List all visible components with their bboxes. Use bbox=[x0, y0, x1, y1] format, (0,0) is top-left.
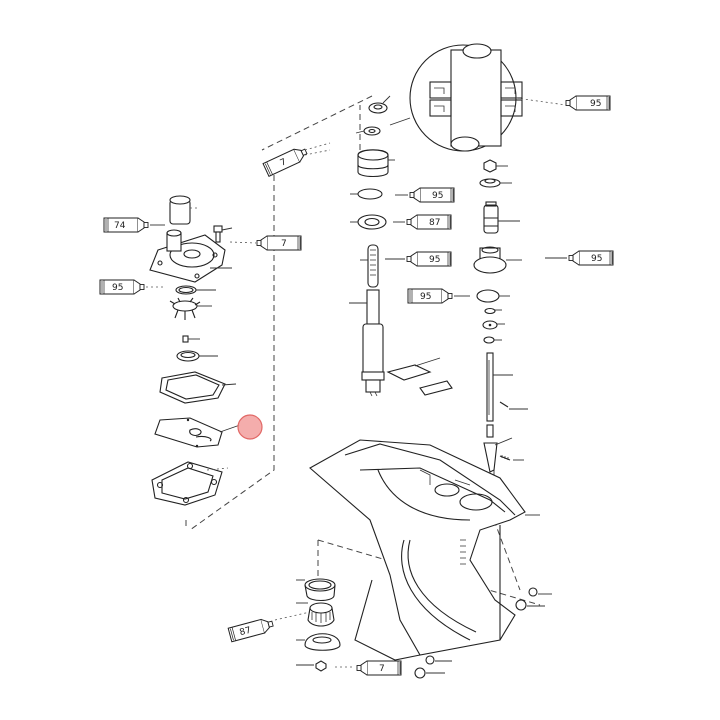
pump-sleeve bbox=[169, 195, 200, 225]
seal-ring bbox=[176, 350, 218, 362]
tube-87-bottom: 87 bbox=[227, 616, 275, 643]
tube-95-right: 95 bbox=[568, 250, 614, 266]
tapered-bearing bbox=[296, 602, 335, 627]
tube-95-left: 95 bbox=[99, 279, 145, 295]
drive-shaft-lower bbox=[349, 289, 385, 397]
bushing bbox=[357, 149, 395, 178]
shims bbox=[386, 357, 453, 396]
oring-center bbox=[350, 188, 383, 200]
base-gasket bbox=[151, 461, 229, 506]
tube-label: 95 bbox=[590, 99, 601, 109]
bearing-carrier bbox=[296, 633, 341, 651]
grommet-right bbox=[479, 178, 512, 188]
svg-text:7: 7 bbox=[379, 664, 385, 674]
gearcase-housing bbox=[309, 439, 540, 661]
bearing-race bbox=[296, 578, 336, 602]
svg-text:7: 7 bbox=[279, 157, 288, 168]
tube-7-upper: 7 bbox=[262, 144, 310, 177]
nut-right bbox=[483, 159, 508, 173]
tube-7-mid: 7 bbox=[256, 235, 302, 251]
shift-cam bbox=[483, 437, 513, 473]
spring-right bbox=[499, 455, 524, 461]
pin-right bbox=[499, 401, 528, 410]
svg-text:74: 74 bbox=[114, 221, 126, 231]
tube-95-center-shaft: 95 bbox=[406, 251, 452, 267]
screw bbox=[213, 225, 233, 243]
tube-87-center: 87 bbox=[406, 214, 452, 230]
shift-rod-bushing bbox=[483, 201, 520, 234]
tube-95-center-low: 95 bbox=[407, 288, 453, 304]
svg-text:87: 87 bbox=[239, 626, 253, 639]
shift-rod bbox=[486, 352, 513, 438]
svg-text:95: 95 bbox=[432, 191, 443, 201]
oring-right bbox=[476, 289, 510, 303]
bearing-small-top bbox=[368, 95, 391, 114]
tube-95-top-right: 95 bbox=[565, 95, 611, 111]
pump-oring bbox=[175, 285, 216, 295]
svg-text:87: 87 bbox=[429, 218, 440, 228]
pump-housing bbox=[149, 229, 232, 283]
impeller bbox=[169, 297, 212, 320]
svg-text:95: 95 bbox=[112, 283, 123, 293]
svg-text:95: 95 bbox=[420, 292, 431, 302]
svg-text:95: 95 bbox=[429, 255, 440, 265]
tube-7-bottom: 7 bbox=[356, 660, 402, 676]
svg-text:7: 7 bbox=[281, 239, 287, 249]
highlight-marker[interactable] bbox=[237, 414, 263, 440]
tube-95-center-oring: 95 bbox=[409, 187, 455, 203]
bearing-center bbox=[350, 214, 387, 230]
gasket-upper bbox=[159, 371, 237, 404]
key bbox=[182, 335, 200, 343]
wear-plate bbox=[154, 417, 241, 448]
drain-plugs bbox=[414, 587, 552, 679]
tube-74: 74 bbox=[103, 217, 149, 233]
detail-magnifier bbox=[389, 43, 567, 152]
washer-top bbox=[355, 126, 381, 136]
shift-housing bbox=[473, 246, 522, 274]
svg-text:95: 95 bbox=[591, 254, 602, 264]
nut-bottom bbox=[296, 660, 327, 672]
washers-right bbox=[482, 307, 505, 344]
drive-shaft-upper bbox=[360, 244, 379, 288]
